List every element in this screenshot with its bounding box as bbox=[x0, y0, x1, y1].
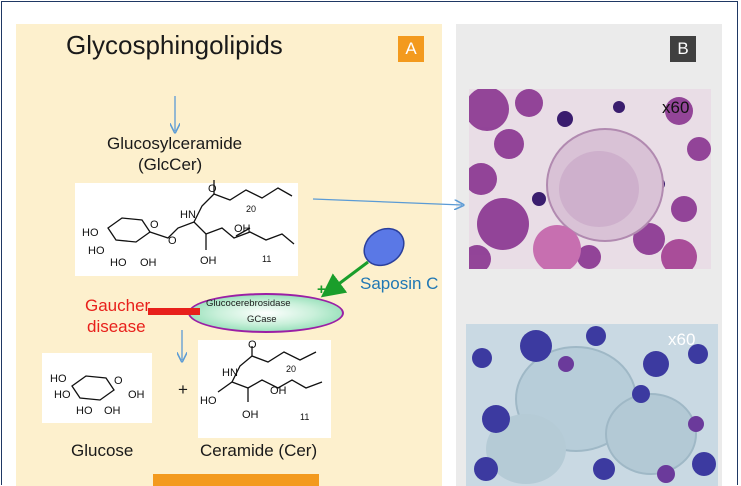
svg-text:OH: OH bbox=[200, 255, 217, 267]
svg-text:O: O bbox=[248, 339, 257, 351]
arrow-saposin-activation bbox=[320, 260, 369, 298]
saposin-shape bbox=[363, 227, 405, 267]
svg-text:HO: HO bbox=[200, 395, 217, 407]
glucose-structure bbox=[71, 375, 115, 401]
ceramide-structure bbox=[217, 346, 323, 402]
ceramide-structure-box bbox=[198, 340, 331, 438]
enzyme-ellipse bbox=[188, 293, 344, 333]
product-ceramide-label: Ceramide (Cer) bbox=[200, 441, 318, 460]
svg-text:HN: HN bbox=[180, 209, 196, 221]
svg-text:HO: HO bbox=[82, 227, 99, 239]
svg-text:11: 11 bbox=[300, 412, 309, 422]
svg-text:O: O bbox=[168, 235, 177, 247]
micrograph-wright-stain bbox=[469, 89, 711, 269]
product-glucose-label: Glucose bbox=[71, 441, 134, 460]
glccer-atom-labels: HO HO HO OH O O HN O OH 20 OH 11 bbox=[82, 183, 271, 269]
enzyme-name: Glucocerebrosidase bbox=[206, 298, 291, 309]
glccer-structure-box bbox=[75, 183, 298, 276]
glccer-structure bbox=[107, 180, 295, 250]
arrow-to-micrograph bbox=[312, 198, 462, 205]
svg-text:O: O bbox=[208, 183, 217, 195]
activator-label: Saposin C bbox=[360, 274, 439, 293]
ceramide-atom-labels: O HN OH 20 HO OH 11 bbox=[200, 339, 309, 422]
pathway-title: Glycosphingolipids bbox=[66, 30, 283, 60]
svg-text:HO: HO bbox=[88, 245, 105, 257]
magnification-label-2: x60 bbox=[668, 330, 696, 349]
svg-text:20: 20 bbox=[286, 364, 296, 374]
svg-text:OH: OH bbox=[270, 385, 287, 397]
svg-text:HO: HO bbox=[54, 389, 71, 401]
bottom-orange-bar bbox=[153, 474, 319, 486]
svg-text:20: 20 bbox=[246, 204, 256, 214]
svg-text:HO: HO bbox=[110, 257, 127, 269]
substrate-name: Glucosylceramide bbox=[107, 134, 243, 153]
panel-b-badge: B bbox=[670, 36, 696, 62]
svg-text:HN: HN bbox=[222, 367, 238, 379]
svg-text:O: O bbox=[150, 219, 159, 231]
panel-a-badge: A bbox=[398, 36, 424, 62]
magnification-label-1: x60 bbox=[662, 98, 690, 117]
svg-text:HO: HO bbox=[76, 405, 93, 417]
svg-text:O: O bbox=[114, 375, 123, 387]
svg-text:OH: OH bbox=[104, 405, 121, 417]
svg-text:11: 11 bbox=[262, 254, 271, 264]
substrate-abbreviation: (GlcCer) bbox=[138, 155, 203, 174]
glucose-structure-box bbox=[42, 353, 152, 423]
svg-text:OH: OH bbox=[128, 389, 145, 401]
svg-text:OH: OH bbox=[140, 257, 157, 269]
disease-label-line1: Gaucher bbox=[85, 296, 151, 315]
inhibition-bar bbox=[148, 308, 200, 315]
micrograph-giemsa-stain bbox=[466, 324, 718, 486]
svg-text:HO: HO bbox=[50, 373, 67, 385]
svg-text:OH: OH bbox=[242, 409, 259, 421]
svg-text:OH: OH bbox=[234, 223, 251, 235]
reaction-plus-sign: + bbox=[178, 380, 188, 399]
glucose-atom-labels: HO HO HO OH O OH bbox=[50, 373, 145, 417]
disease-label-line2: disease bbox=[87, 317, 146, 336]
enzyme-abbreviation: GCase bbox=[247, 314, 277, 325]
